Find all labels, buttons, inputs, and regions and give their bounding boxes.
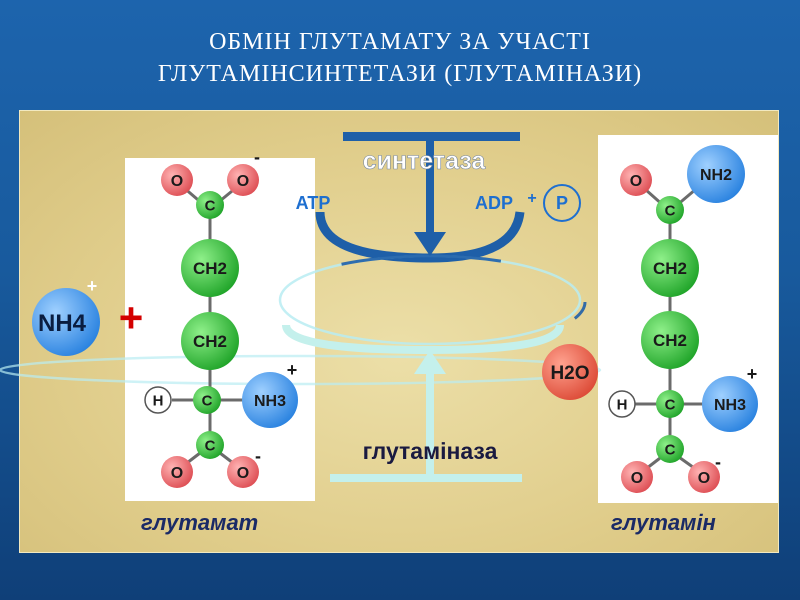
- title-line-2: ГЛУТАМІНСИНТЕТАЗИ (ГЛУТАМІНАЗИ): [157, 61, 643, 87]
- glutamine-carbon-bottom: C: [656, 435, 684, 463]
- atp-label: ATP: [296, 193, 331, 213]
- glutaminase-arrowhead: [414, 350, 446, 374]
- glutamine-nh2: NH2: [687, 145, 745, 203]
- glutamate-carbon-bottom-label: C: [205, 437, 216, 454]
- glutamine-oxygen-bottom-right: O: [688, 461, 720, 493]
- glutamate-oxygen-top-right: O: [227, 164, 259, 196]
- glutamate-name: глутамат: [141, 510, 259, 535]
- big-plus-sign: +: [119, 294, 144, 341]
- glutamine-carbon-alpha-label: C: [665, 396, 676, 413]
- reaction-disc-outer: [0, 354, 602, 386]
- glutamate-ch2-2-label: CH2: [193, 332, 227, 351]
- synthetase-bar: [343, 132, 520, 141]
- phosphate-label: P: [556, 193, 568, 213]
- synthetase-bowl: [315, 211, 525, 263]
- glutamine-hydrogen: H: [608, 390, 636, 418]
- glutamine-nh3-charge: +: [747, 364, 758, 384]
- glutamate-oxygen-bottom-left: O: [161, 456, 193, 488]
- water-atom: [542, 344, 598, 400]
- glutamate-ch2-1-label: CH2: [193, 259, 227, 278]
- ammonium-label: NH4: [38, 310, 87, 337]
- glutamate-carbon-top: C: [196, 191, 224, 219]
- glutamine-name: глутамін: [611, 510, 716, 535]
- glutamate-nh3-charge: +: [287, 360, 298, 380]
- synthetase-arrowhead: [414, 232, 446, 256]
- glutamine-ch2-2-label: CH2: [653, 331, 687, 350]
- glutamine-nh3-label: NH3: [714, 397, 746, 414]
- synthetase-stem: [426, 138, 434, 238]
- glutamine-carbon-top: C: [656, 196, 684, 224]
- glutamine-charge-bottom: -: [715, 452, 721, 472]
- reaction-disc: [278, 254, 582, 346]
- title-line-1: ОБМІН ГЛУТАМАТУ ЗА УЧАСТІ: [209, 29, 591, 55]
- glutaminase-bar: [330, 474, 522, 482]
- glutamine-oxygen-bottom-right-label: O: [698, 470, 710, 487]
- glutaminase-label: глутаміназа: [363, 438, 498, 464]
- glutamate-charge-top: -: [254, 147, 260, 167]
- glutamate-hydrogen: H: [144, 386, 172, 414]
- glutamine-nh2-label: NH2: [700, 167, 732, 184]
- glutamine-oxygen-bottom-left-label: O: [631, 470, 643, 487]
- glutamine-carbon-bottom-label: C: [665, 441, 676, 458]
- phosphate-circle: [543, 184, 581, 222]
- glutamate-carbon-alpha-label: C: [202, 392, 213, 409]
- synthetase-label: синтетаза: [363, 147, 487, 175]
- glutamine-oxygen-bottom-left: O: [621, 461, 653, 493]
- glutamine-ch2-2: CH2: [641, 311, 699, 369]
- glutaminase-bowl: [282, 324, 564, 355]
- ammonium-charge: +: [87, 276, 98, 296]
- glutamate-hydrogen-label: H: [153, 392, 164, 409]
- glutamate-carbon-alpha: C: [193, 386, 221, 414]
- glutamate-oxygen-bottom-right: O: [227, 456, 259, 488]
- glutamine-oxygen-top: O: [620, 164, 652, 196]
- glutamate-carbon-top-label: C: [205, 197, 216, 214]
- glutamine-oxygen-top-label: O: [630, 173, 642, 190]
- glutamate-oxygen-bottom-right-label: O: [237, 465, 249, 482]
- glutamate-oxygen-bottom-left-label: O: [171, 465, 183, 482]
- glutamate-nh3: NH3: [242, 372, 298, 428]
- glutamate-ch2-1: CH2: [181, 239, 239, 297]
- adp-plus-sign: +: [527, 190, 536, 207]
- glutamine-carbon-alpha: C: [656, 390, 684, 418]
- glutaminase-stem: [426, 372, 434, 476]
- glutamate-oxygen-top-right-label: O: [237, 173, 249, 190]
- glutamate-nh3-label: NH3: [254, 393, 286, 410]
- water-label: H2O: [550, 363, 589, 384]
- ammonium-formula: NH4: [38, 310, 87, 337]
- glutamine-carbon-top-label: C: [665, 202, 676, 219]
- glutamate-oxygen-top-left-label: O: [171, 173, 183, 190]
- glutamine-hydrogen-label: H: [617, 396, 628, 413]
- glutamine-ch2-1-label: CH2: [653, 259, 687, 278]
- glutamate-carbon-bottom: C: [196, 431, 224, 459]
- glutamine-ch2-1: CH2: [641, 239, 699, 297]
- glutamate-ch2-2: CH2: [181, 312, 239, 370]
- glutamate-charge-bottom: -: [255, 446, 261, 466]
- glutamine-nh3: NH3: [702, 376, 758, 432]
- glutamate-oxygen-top-left: O: [161, 164, 193, 196]
- ammonium-atom: [32, 288, 100, 356]
- adp-label: ADP: [475, 193, 513, 213]
